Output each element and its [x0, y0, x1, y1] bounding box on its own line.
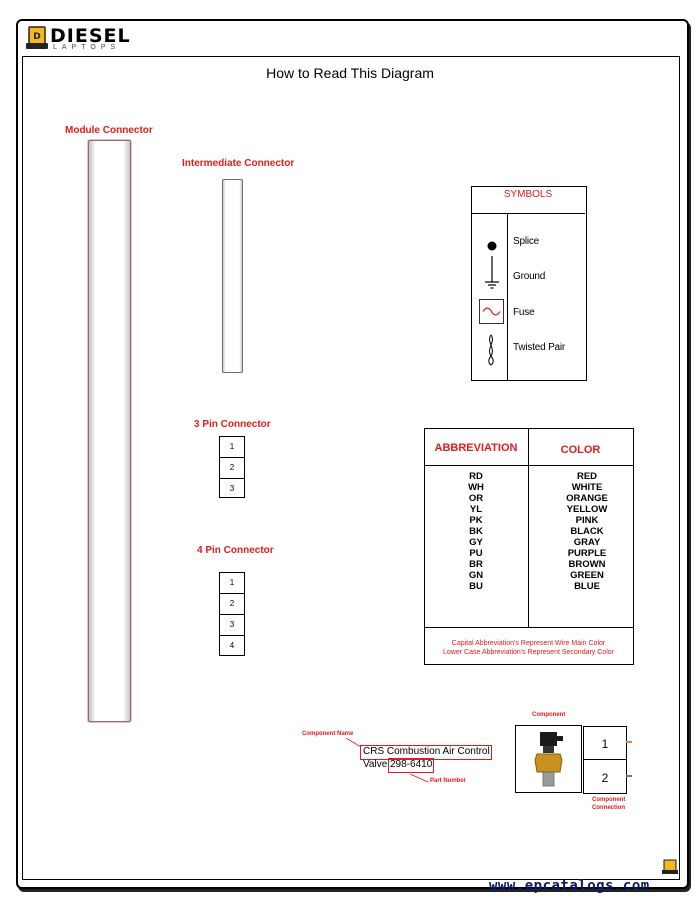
pin-3: 3 [229, 484, 235, 493]
component-connection-callout-2: Connection [592, 805, 625, 811]
four-pin-connector: 1 2 3 4 [219, 572, 245, 656]
four-pin-connector-label: 4 Pin Connector [197, 545, 274, 556]
abbreviation-note-secondary: Lower Case Abbreviation's Represent Seco… [443, 649, 614, 656]
color-cell: ORANGE [566, 493, 608, 504]
abbreviation-cell: BR [469, 559, 483, 570]
component-name-highlight [360, 745, 492, 760]
valve-icon [534, 732, 563, 787]
component-name-line2: Valve [363, 759, 388, 770]
component-name: CRS Combustion Air Control [363, 746, 490, 757]
brand-subtitle: LAPTOPS [53, 44, 121, 51]
pin-4: 4 [229, 641, 235, 650]
abbreviation-cell: BK [469, 526, 483, 537]
brand-name: DIESEL [50, 25, 131, 47]
pin-1: 1 [220, 573, 244, 594]
color-cell: BLUE [574, 581, 600, 592]
diesel-laptops-logo-icon: D [26, 26, 48, 50]
symbol-splice-label: Splice [513, 236, 540, 247]
ground-icon [482, 256, 502, 295]
component-connection-callout-1: Component [592, 797, 626, 803]
fuse-icon [479, 299, 504, 329]
component-image-box [515, 725, 582, 793]
abbreviation-cell: GY [469, 537, 483, 548]
part-number-highlight [388, 758, 434, 773]
abbreviation-table-footer-rule [424, 627, 633, 628]
color-cell: RED [576, 471, 598, 482]
abbreviation-table [424, 428, 634, 665]
abbreviation-header: ABBREVIATION [434, 442, 518, 454]
symbols-divider [507, 214, 508, 380]
abbreviation-cell: WH [468, 482, 484, 493]
wire-stub-gray [626, 775, 632, 777]
abbreviation-cell: PU [469, 548, 483, 559]
diagram-area [22, 56, 680, 880]
abbreviation-cell: PK [469, 515, 483, 526]
color-cell: PURPLE [567, 548, 607, 559]
color-cell: BLACK [570, 526, 604, 537]
color-cell: GRAY [573, 537, 601, 548]
color-column: RED WHITE ORANGE YELLOW PINK BLACK GRAY … [529, 471, 645, 592]
pin-2: 2 [220, 594, 244, 615]
component-name-callout: Component Name [302, 731, 354, 737]
abbreviation-cell: OR [468, 493, 484, 504]
intermediate-connector-bar [222, 179, 243, 373]
color-cell: WHITE [571, 482, 603, 493]
symbol-twisted-pair-label: Twisted Pair [513, 342, 566, 353]
intermediate-connector-label: Intermediate Connector [182, 158, 295, 169]
part-number-callout: Part Number [430, 778, 467, 784]
color-header: COLOR [560, 444, 601, 456]
splice-icon [487, 238, 497, 256]
component-connector: 1 2 [583, 726, 627, 794]
corner-logo-icon [662, 859, 678, 880]
wire-stub-orange [626, 741, 632, 743]
symbols-header: SYMBOLS [471, 186, 585, 214]
pin-2: 2 [220, 458, 244, 479]
pin-3: 3 [220, 615, 244, 636]
three-pin-connector-label: 3 Pin Connector [194, 419, 271, 430]
three-pin-connector: 1 2 3 [219, 436, 245, 498]
abbreviation-cell: RD [469, 471, 483, 482]
twisted-pair-icon [485, 334, 497, 371]
abbreviation-cell: YL [469, 504, 483, 515]
abbreviation-cell: GN [468, 570, 484, 581]
component-name-leader [345, 737, 364, 755]
abbreviation-table-divider [528, 428, 529, 627]
pin-1: 1 [220, 437, 244, 458]
module-connector-label: Module Connector [65, 125, 153, 136]
pin-2: 2 [601, 771, 609, 785]
symbol-fuse-label: Fuse [513, 307, 535, 318]
part-number-leader [409, 771, 432, 789]
abbreviation-cell: BU [469, 581, 483, 592]
page-title: How to Read This Diagram [266, 65, 434, 81]
color-cell: BROWN [568, 559, 606, 570]
watermark: www.epcatalogs.com [489, 878, 650, 894]
svg-text:D: D [33, 32, 40, 42]
part-number: 298-6410 [390, 759, 433, 770]
symbols-legend [471, 186, 587, 381]
module-connector-bar [88, 140, 131, 722]
pin-1: 1 [584, 727, 626, 760]
color-cell: GREEN [570, 570, 604, 581]
symbol-ground-label: Ground [513, 271, 546, 282]
abbreviation-table-header-rule [424, 465, 633, 466]
abbreviation-column: RD WH OR YL PK BK GY PU BR GN BU [424, 471, 528, 592]
abbreviation-note-main: Capital Abbreviation's Represent Wire Ma… [451, 640, 606, 647]
color-cell: YELLOW [566, 504, 608, 515]
component-callout: Component [532, 712, 566, 718]
color-cell: PINK [575, 515, 599, 526]
